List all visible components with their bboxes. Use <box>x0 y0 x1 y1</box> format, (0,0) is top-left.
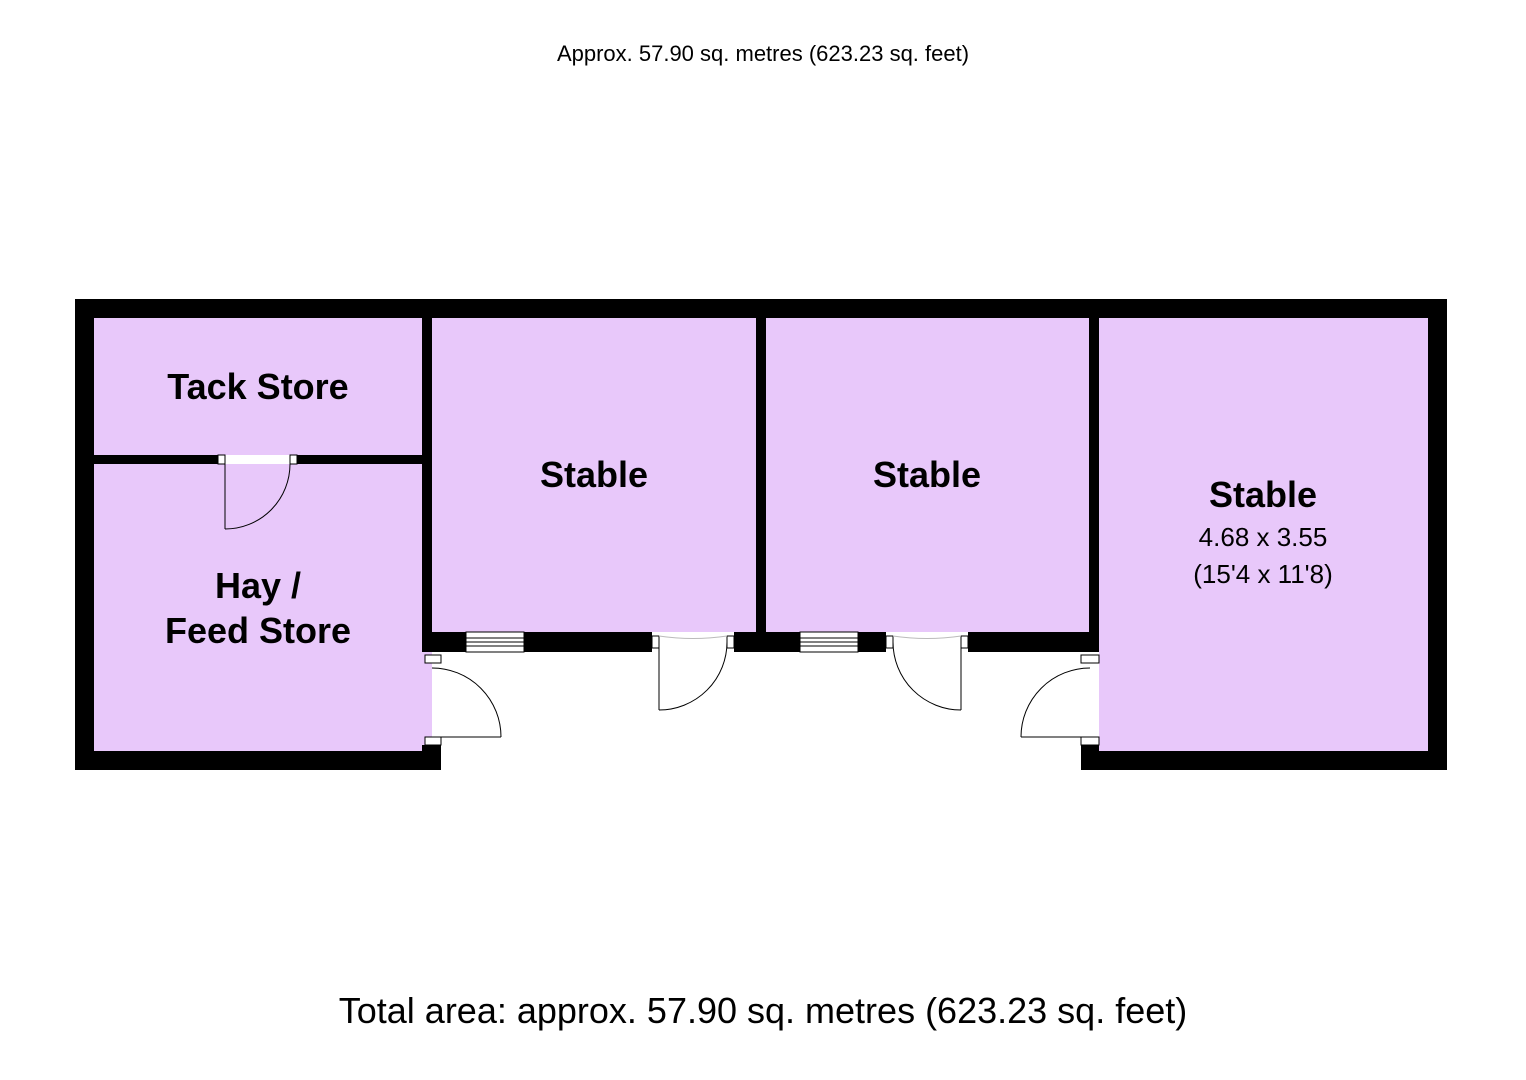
room-stable-2 <box>766 318 1089 632</box>
wall-front-2a <box>734 632 800 652</box>
wall-post-right <box>1081 745 1099 770</box>
door-tack-store <box>217 454 298 530</box>
wall-front-1b <box>524 632 652 652</box>
doors <box>217 454 1100 746</box>
wall-post-left <box>422 745 441 770</box>
door-stable-2 <box>885 635 969 711</box>
wall-right <box>1428 299 1447 770</box>
stable-1-label: Stable <box>540 454 648 495</box>
wall-bottom-left <box>75 751 441 770</box>
hay-feed-store-label-line-1: Hay / <box>215 565 301 606</box>
stable-3-label: Stable <box>1209 474 1317 515</box>
wall-partition-c <box>1089 318 1099 652</box>
door-stable-1 <box>651 635 735 711</box>
room-labels: Tack Store Hay / Feed Store Stable Stabl… <box>165 366 1333 651</box>
wall-partition-b <box>756 318 766 652</box>
wall-front-2b <box>858 632 886 652</box>
floor-area-caption: Approx. 57.90 sq. metres (623.23 sq. fee… <box>556 41 970 66</box>
window-stable-2 <box>799 631 859 653</box>
wall-partition-tack-left <box>94 455 218 464</box>
stable-2-label: Stable <box>873 454 981 495</box>
room-stable-1 <box>432 318 756 632</box>
stable-3-dimensions-imperial: (15'4 x 11'8) <box>1193 559 1333 589</box>
room-tack-store <box>94 318 422 455</box>
room-fills <box>94 318 1428 751</box>
wall-partition-tack-right <box>296 455 422 464</box>
windows <box>465 631 859 653</box>
walls <box>75 299 1447 770</box>
door-stable-3 <box>1020 654 1100 746</box>
room-stable-3 <box>1099 318 1428 751</box>
tack-store-label: Tack Store <box>167 366 348 407</box>
stable-3-dimensions: 4.68 x 3.55 <box>1199 522 1328 552</box>
total-area-caption: Total area: approx. 57.90 sq. metres (62… <box>338 990 1188 1031</box>
wall-bottom-right <box>1081 751 1447 770</box>
room-hay-feed-store <box>94 464 432 751</box>
wall-front-1a <box>422 632 466 652</box>
wall-left <box>75 299 94 770</box>
wall-partition-a <box>422 318 432 652</box>
hay-feed-store-label-line-2: Feed Store <box>165 610 351 651</box>
window-stable-1 <box>465 631 525 653</box>
door-hay-feed-store <box>424 654 502 746</box>
wall-front-3 <box>968 632 1099 652</box>
wall-top <box>75 299 1447 318</box>
